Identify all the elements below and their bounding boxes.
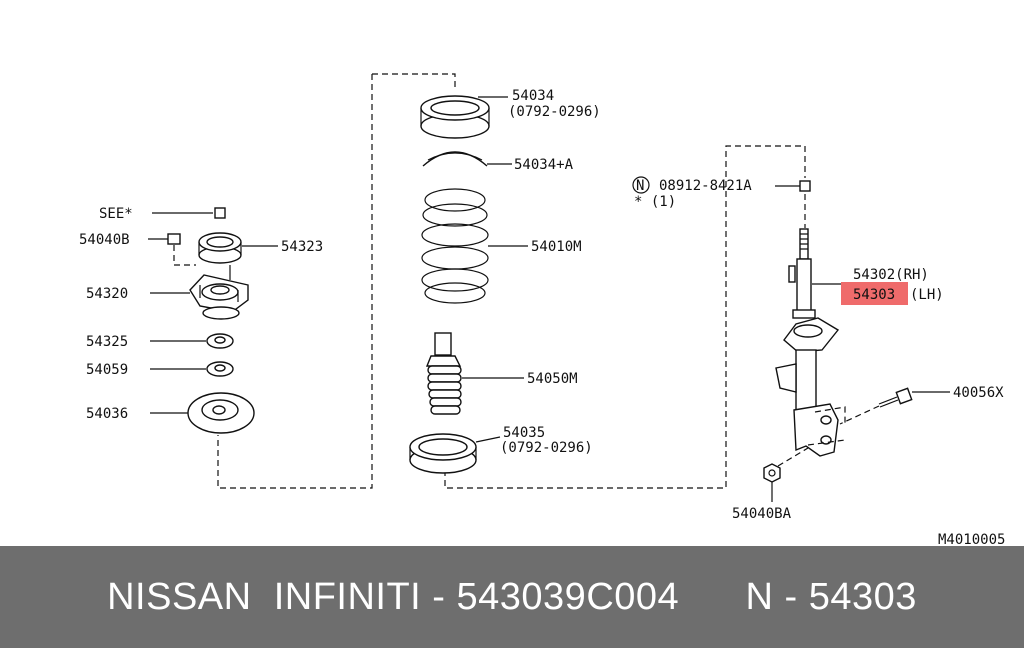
nut-54040b bbox=[167, 233, 181, 245]
coil-spring-54010m bbox=[421, 188, 489, 304]
label-n-prefix: N bbox=[636, 178, 644, 194]
mount-54320 bbox=[189, 265, 249, 320]
label-54325: 54325 bbox=[86, 334, 128, 350]
nut-08912-8421a bbox=[799, 180, 811, 192]
label-54303-side: (LH) bbox=[910, 287, 944, 303]
label-08912-8421a: 08912-8421A bbox=[659, 178, 752, 194]
circle-n-marker bbox=[632, 176, 650, 194]
label-54036: 54036 bbox=[86, 406, 128, 422]
label-54034: 54034 bbox=[512, 88, 554, 104]
label-54034-date: (0792-0296) bbox=[508, 104, 601, 120]
footer-bar: NISSAN INFINITI - 543039C004 N - 54303 bbox=[0, 546, 1024, 648]
highlight-54303 bbox=[841, 282, 908, 305]
label-40056x: 40056X bbox=[953, 385, 1004, 401]
label-54050m: 54050M bbox=[527, 371, 578, 387]
diagram-ref-code: M4010005 bbox=[938, 532, 1005, 546]
group-bracket-left bbox=[217, 73, 456, 489]
rubber-54034a bbox=[422, 151, 488, 167]
label-54303: 54303 bbox=[853, 287, 895, 303]
seat-54034 bbox=[420, 95, 490, 139]
bearing-54323 bbox=[198, 232, 242, 264]
part-number-caption: NISSAN INFINITI - 543039C004 N - 54303 bbox=[107, 575, 917, 618]
label-54059: 54059 bbox=[86, 362, 128, 378]
nut-54040ba bbox=[763, 463, 781, 483]
label-54320: 54320 bbox=[86, 286, 128, 302]
label-08912-qty: * (1) bbox=[634, 194, 676, 210]
nut-see bbox=[214, 207, 226, 219]
label-54323: 54323 bbox=[281, 239, 323, 255]
label-54034a: 54034+A bbox=[514, 157, 574, 173]
label-54010m: 54010M bbox=[531, 239, 582, 255]
insulator-54036 bbox=[187, 392, 255, 434]
boot-54050m bbox=[425, 332, 462, 415]
bolt-40056x bbox=[878, 387, 913, 408]
parts-diagram: 54034 (0792-0296) 54034+A N 08912-8421A … bbox=[79, 73, 1005, 546]
label-54040b: 54040B bbox=[79, 232, 130, 248]
strut-assembly bbox=[775, 228, 846, 457]
label-54035-date: (0792-0296) bbox=[500, 440, 593, 456]
label-54302: 54302(RH) bbox=[853, 267, 929, 283]
seat-54035 bbox=[409, 433, 477, 474]
label-see: SEE* bbox=[99, 206, 133, 222]
label-54035: 54035 bbox=[503, 425, 545, 441]
group-bracket-right bbox=[444, 145, 806, 489]
label-54040ba: 54040BA bbox=[732, 506, 792, 522]
